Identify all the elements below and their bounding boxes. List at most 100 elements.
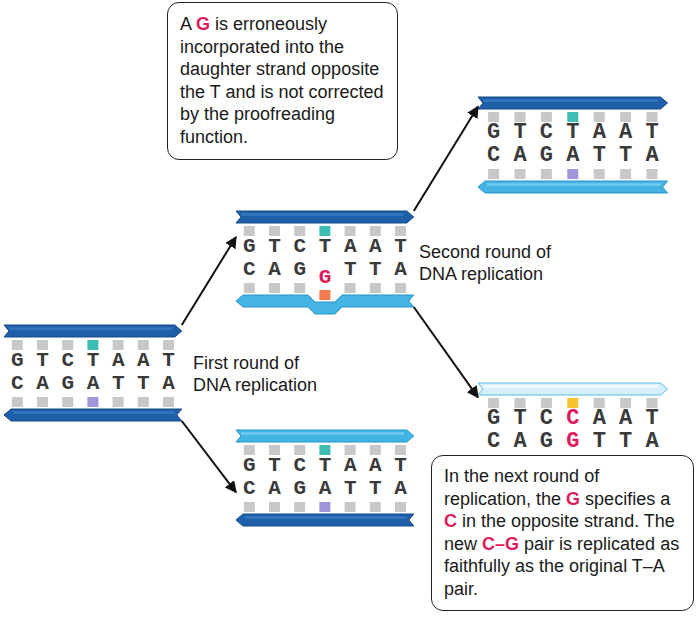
base-letter: A — [369, 454, 394, 477]
callout-word: T–A — [632, 556, 664, 576]
callout-word: as — [660, 534, 679, 554]
base-letter: A — [513, 429, 539, 454]
nucleotide-base — [163, 397, 174, 407]
nucleotide-base — [395, 445, 406, 455]
nucleotide-base — [567, 169, 578, 179]
base-letter: C — [243, 477, 268, 500]
nucleotide-base — [319, 502, 330, 512]
callout-word: the — [204, 104, 234, 124]
nucleotide-base — [269, 445, 280, 455]
base-letter: T — [319, 235, 344, 258]
callout-word: strand. — [584, 511, 644, 531]
callout-word: corrected — [308, 82, 383, 102]
callout-word: is — [559, 534, 577, 554]
base-letter: A — [619, 120, 645, 145]
callout-word: as — [515, 556, 539, 576]
nucleotide-base — [294, 445, 305, 455]
base-letter: T — [619, 429, 645, 454]
callout-word: G — [566, 489, 585, 509]
callout-word: specifies — [585, 489, 660, 509]
nucleotide-base — [163, 340, 174, 350]
callout-word: the — [180, 82, 210, 102]
nucleotide-base — [370, 445, 381, 455]
base-letter: T — [645, 406, 658, 431]
dna-duplex: G T C T A A TC A G G T T A — [236, 211, 414, 307]
callout-word: C — [444, 511, 462, 531]
base-letter: C — [566, 406, 592, 431]
base-letter: A — [513, 143, 539, 168]
nucleotide-base — [395, 283, 406, 293]
strand-highlight — [487, 183, 661, 186]
base-letter: G — [487, 120, 513, 145]
base-letter: A — [319, 477, 344, 500]
nucleotide-base — [269, 226, 280, 236]
base-letter: A — [645, 143, 658, 168]
callout-word: the — [536, 489, 566, 509]
base-sequence: C A G A T T A — [487, 145, 659, 167]
callout-word: original — [569, 556, 632, 576]
base-sequence: G T C T A A T — [243, 455, 407, 477]
callout-word: opposite — [311, 59, 379, 79]
nucleotide-base — [488, 169, 499, 179]
base-letter: A — [369, 235, 394, 258]
dna-strand-backbone — [4, 325, 182, 337]
dna-duplex: G T C T A A TC A G A T T A — [478, 97, 668, 193]
nucleotide-base — [345, 502, 356, 512]
base-letter: G — [61, 372, 86, 395]
base-letter: T — [593, 429, 619, 454]
nucleotide-base — [62, 340, 73, 350]
base-sequence: G T C T A A T — [11, 350, 175, 372]
base-letter: G — [243, 235, 268, 258]
dna-strand-backbone — [478, 97, 668, 109]
base-letter: T — [162, 349, 175, 372]
base-letter: A — [268, 258, 293, 281]
base-letter: C — [293, 454, 318, 477]
base-sequence: G T C T A A T — [487, 122, 659, 144]
base-letter: T — [36, 349, 61, 372]
nucleotide-base — [269, 502, 280, 512]
base-letter: T — [268, 235, 293, 258]
base-letter: T — [394, 454, 407, 477]
strand-highlight — [9, 327, 172, 330]
step-label: First round of DNA replication — [193, 352, 333, 396]
nucleotide-base — [345, 283, 356, 293]
nucleotide-base — [541, 169, 552, 179]
strand-highlight — [483, 99, 658, 102]
base-sequence: G T C C A A T — [487, 408, 659, 430]
step-label: Second round of DNA replication — [419, 241, 569, 285]
base-sequence: C A G A T T A — [11, 373, 175, 395]
nucleotide-base — [594, 169, 605, 179]
base-letter: C — [243, 258, 268, 281]
base-letter: A — [87, 372, 112, 395]
callout-word: the — [464, 466, 494, 486]
nucleotide-base — [395, 226, 406, 236]
base-letter: C — [487, 143, 513, 168]
base-letter: G — [566, 429, 592, 454]
base-letter: T — [513, 120, 539, 145]
dna-strand-backbone — [478, 181, 668, 193]
callout-word: strand — [256, 59, 311, 79]
base-letter: A — [137, 349, 162, 372]
strand-highlight — [241, 213, 404, 216]
base-letter: G — [11, 349, 36, 372]
callout-text: In the next round of replication, the G … — [444, 465, 687, 600]
nucleotide-base — [244, 502, 255, 512]
base-letter: T — [344, 477, 369, 500]
nucleotide-base — [269, 283, 280, 293]
base-letter: A — [593, 406, 619, 431]
nucleotide-base — [87, 397, 98, 407]
base-letter: A — [619, 406, 645, 431]
nucleotide-base — [87, 340, 98, 350]
base-letter: C — [61, 349, 86, 372]
callout-word: The — [644, 511, 675, 531]
base-letter: A — [162, 372, 175, 395]
nucleotide-base — [138, 340, 149, 350]
base-letter: C — [487, 429, 513, 454]
base-letter: A — [593, 120, 619, 145]
callout-word: is — [215, 14, 233, 34]
callout-word: and — [225, 82, 260, 102]
strand-highlight — [483, 385, 658, 388]
callout-word: proofreading — [234, 104, 335, 124]
callout-word: G — [196, 14, 215, 34]
callout-word: T — [210, 82, 226, 102]
